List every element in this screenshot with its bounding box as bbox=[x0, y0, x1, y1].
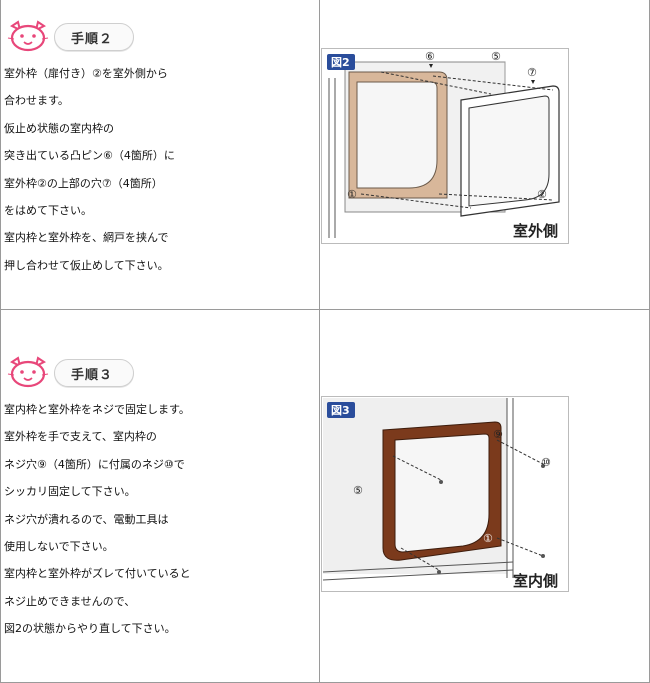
step-2-text: 室外枠（扉付き）②を室外側から 合わせます。 仮止め状態の室内枠の 突き出ている… bbox=[4, 60, 175, 279]
callout-10: ⑩ bbox=[541, 456, 551, 469]
table-divider bbox=[319, 0, 320, 683]
step-label-pill: 手順２ bbox=[54, 23, 134, 51]
callout-1: ① bbox=[483, 532, 493, 545]
step-3-text: 室内枠と室外枠をネジで固定します。 室外枠を手で支えて、室内枠の ネジ穴⑨（4箇… bbox=[4, 396, 191, 643]
step-label-pill: 手順３ bbox=[54, 359, 134, 387]
callout-1: ① bbox=[347, 188, 357, 201]
row-divider bbox=[0, 309, 650, 310]
step-2-label: 手順２ bbox=[71, 32, 114, 47]
callout-5: ⑤ bbox=[491, 50, 501, 63]
callout-2: ② bbox=[537, 188, 547, 201]
figure-3-side-label: 室内側 bbox=[513, 572, 558, 590]
step-3-line: ネジ穴が潰れるので、電動工具は bbox=[4, 512, 169, 526]
step-2-line: 仮止め状態の室内枠の bbox=[4, 121, 114, 135]
figure-2-tag: 図2 bbox=[331, 55, 350, 69]
callout-9: ⑨ bbox=[493, 428, 503, 441]
table-border-left bbox=[0, 0, 1, 683]
step-2-line: 合わせます。 bbox=[4, 94, 69, 108]
step-2-line: 室内枠と室外枠を、網戸を挟んで bbox=[4, 231, 169, 245]
step-3-line: ネジ止めできませんので、 bbox=[4, 594, 136, 608]
step-3-line: 室外枠を手で支えて、室内枠の bbox=[4, 430, 157, 444]
step-2-line: をはめて下さい。 bbox=[4, 204, 92, 218]
step-2-line: 押し合わせて仮止めして下さい。 bbox=[4, 258, 169, 272]
callout-7: ⑦ bbox=[527, 66, 537, 79]
callout-6: ⑥ bbox=[425, 50, 435, 63]
step-2-line: 突き出ている凸ピン⑥（4箇所）に bbox=[4, 149, 175, 163]
step-2-line: 室外枠②の上部の穴⑦（4箇所） bbox=[4, 176, 163, 190]
figure-3-diagram: 図3 ⑨ ⑩ ⑤ ① 室内側 bbox=[321, 396, 569, 592]
step-2-line: 室外枠（扉付き）②を室外側から bbox=[4, 67, 168, 80]
callout-5: ⑤ bbox=[353, 484, 363, 497]
figure-3-tag: 図3 bbox=[331, 403, 350, 417]
step-3-label: 手順３ bbox=[71, 368, 114, 383]
step-3-line: ネジ穴⑨（4箇所）に付属のネジ⑩で bbox=[4, 457, 185, 471]
step-3-line: 図2の状態からやり直して下さい。 bbox=[4, 622, 176, 636]
figure-2-side-label: 室外側 bbox=[513, 222, 558, 240]
step-3-line: 使用しないで下さい。 bbox=[4, 540, 114, 554]
step-3-line: シッカリ固定して下さい。 bbox=[4, 485, 136, 499]
figure-2-diagram: 図2 ⑥ ⑤ ⑦ ① ② 室外側 bbox=[321, 48, 569, 244]
step-3-line: 室内枠と室外枠をネジで固定します。 bbox=[4, 403, 190, 416]
step-3-line: 室内枠と室外枠がズレて付いていると bbox=[4, 567, 191, 581]
cat-face-icon bbox=[7, 20, 49, 52]
cat-face-icon bbox=[7, 356, 49, 388]
